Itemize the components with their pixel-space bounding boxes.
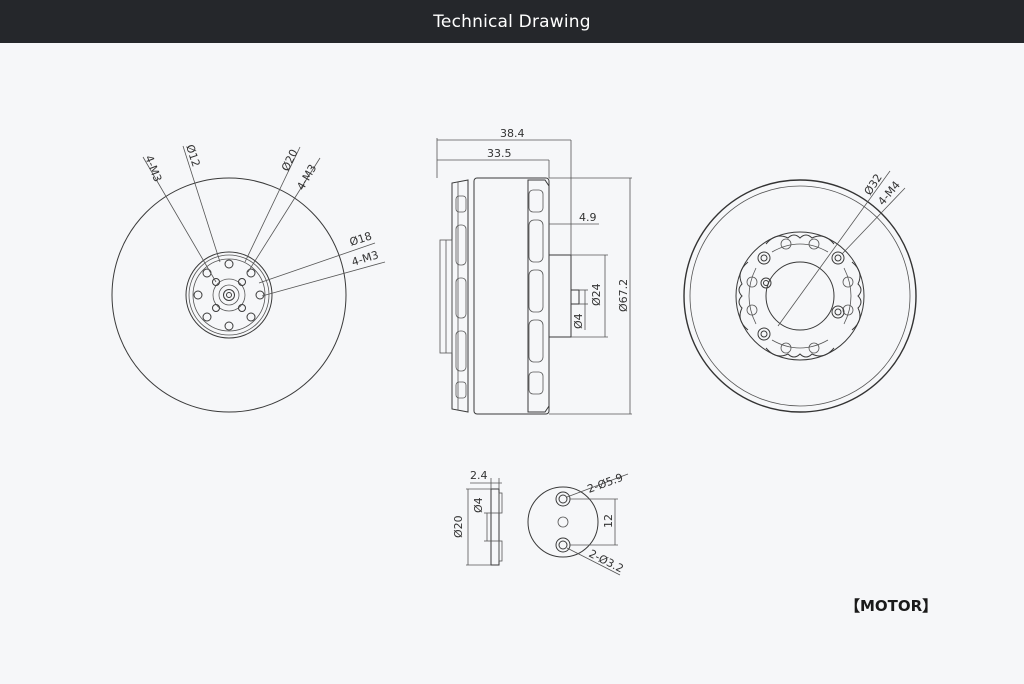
label-front-4m3-a: 4-M3 — [142, 153, 164, 183]
dim-2-4: 2.4 — [470, 469, 488, 482]
motor-outline — [111, 177, 347, 413]
side-view: 38.4 33.5 4.9 Ø4 Ø24 Ø67.2 — [436, 127, 632, 415]
motor-body — [473, 177, 550, 415]
rear-vent-pattern — [735, 231, 865, 361]
title-bar: Technical Drawing — [0, 0, 1024, 43]
rear-leaders — [777, 170, 906, 327]
drawing-canvas: 4-M3 Ø12 Ø20 4-M3 Ø18 4-M3 — [0, 43, 1024, 680]
label-2-d3-2: 2-Ø3.2 — [587, 547, 626, 575]
rear-m4-holes — [757, 251, 845, 341]
dim-12: 12 — [602, 514, 615, 528]
adapter-side-view: 2.4 Ø20 Ø4 — [452, 469, 503, 566]
label-front-d18: Ø18 — [348, 229, 374, 248]
dim-38-4: 38.4 — [500, 127, 525, 140]
dim-33-5: 33.5 — [487, 147, 512, 160]
dim-d24: Ø24 — [590, 283, 603, 306]
label-front-d12: Ø12 — [183, 143, 202, 169]
hub-outer — [185, 251, 273, 339]
hub — [548, 254, 572, 338]
front-bolt-holes — [193, 259, 265, 331]
dim-d4-shaft: Ø4 — [572, 313, 585, 329]
adapter-front-dimensions — [566, 473, 629, 576]
dim-adapter-d4: Ø4 — [472, 497, 485, 513]
shaft — [223, 289, 235, 301]
label-front-4m3-c: 4-M3 — [350, 248, 380, 268]
left-vent-slots — [455, 195, 467, 399]
front-leaders — [142, 145, 386, 297]
rear-view: Ø32 4-M4 — [683, 170, 917, 413]
side-dimensions — [436, 138, 632, 415]
drawing-caption: 【MOTOR】 — [845, 597, 938, 615]
right-vent-slots — [528, 189, 544, 395]
adapter-side-dimensions — [466, 478, 502, 566]
adapter-disc — [527, 486, 599, 558]
rear-outline — [683, 179, 917, 413]
label-front-d20: Ø20 — [279, 147, 301, 173]
adapter-front-view: 2-Ø5.9 12 2-Ø3.2 — [527, 471, 629, 576]
adapter-plate — [490, 488, 500, 566]
page-title: Technical Drawing — [433, 11, 591, 32]
label-front-4m3-b: 4-M3 — [294, 162, 319, 192]
dim-4-9: 4.9 — [579, 211, 597, 224]
label-2-d5-9: 2-Ø5.9 — [586, 471, 625, 496]
dim-adapter-d20: Ø20 — [452, 515, 465, 538]
shaft-tip — [570, 289, 580, 305]
front-view: 4-M3 Ø12 Ø20 4-M3 Ø18 4-M3 — [111, 143, 386, 413]
dim-d67-2: Ø67.2 — [617, 279, 630, 312]
